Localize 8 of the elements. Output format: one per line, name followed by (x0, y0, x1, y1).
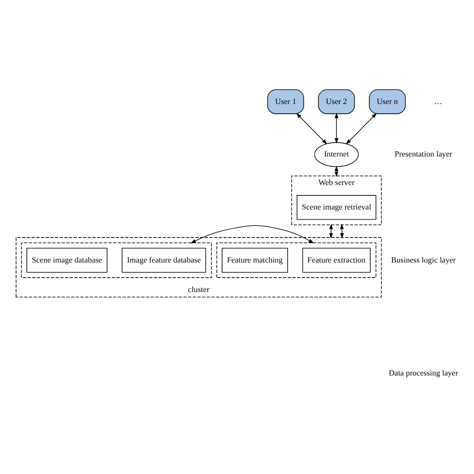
arrow (296, 112, 328, 144)
arrow (334, 112, 338, 143)
arrow (346, 112, 377, 144)
arrow (329, 223, 333, 238)
cluster (21, 242, 212, 278)
arrow (340, 223, 344, 238)
arrow (190, 224, 314, 243)
cluster (216, 242, 376, 278)
